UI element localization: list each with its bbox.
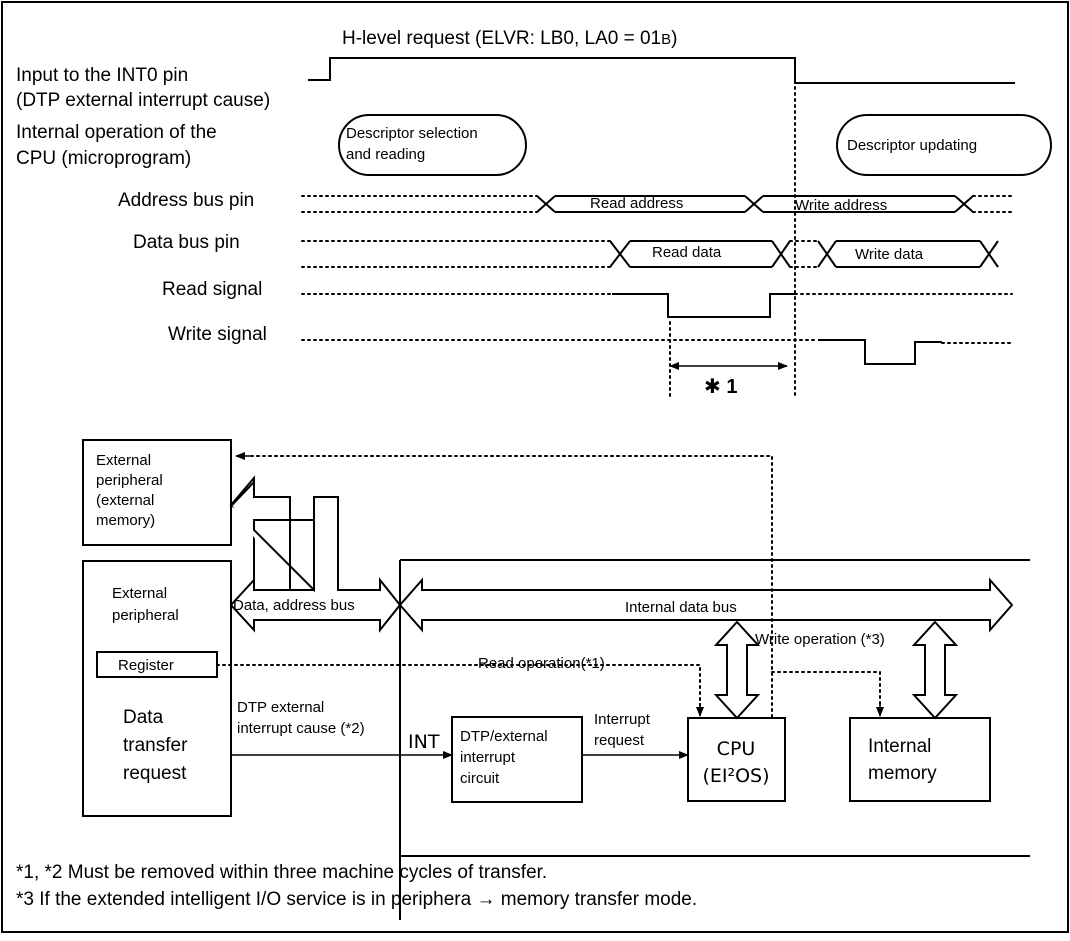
cpu-bus-connection <box>713 620 761 720</box>
internal-memory-line1: Internal <box>868 736 931 757</box>
write-signal-waveform <box>818 339 942 365</box>
data-bus-gap <box>789 240 819 268</box>
internal-memory-line2: memory <box>868 763 937 784</box>
dtr-line3: request <box>123 763 187 784</box>
footnote-2: *3 If the extended intelligent I/O servi… <box>16 889 697 910</box>
dtp-circuit-box <box>451 716 583 803</box>
read-signal-label: Read signal <box>162 279 262 300</box>
irq-line2: request <box>594 732 645 749</box>
data-bus-label: Data bus pin <box>133 232 240 253</box>
dtp-circuit-line3: circuit <box>460 770 500 787</box>
data-bus-read-waveform <box>609 240 791 268</box>
address-bus-label: Address bus pin <box>118 190 254 211</box>
data-address-bus-label: Data, address bus <box>233 597 355 614</box>
write-operation-label: Write operation (*3) <box>755 631 885 648</box>
internal-memory-box <box>849 717 991 802</box>
descriptor-selection-capsule <box>338 114 527 176</box>
footnotes: *1, *2 Must be removed within three mach… <box>16 862 697 910</box>
address-bus-waveform <box>536 195 974 213</box>
descriptor-selection-line2: and reading <box>346 146 425 163</box>
cpu-box <box>687 717 786 802</box>
write-signal-label: Write signal <box>168 324 267 345</box>
ext-mem-line2: peripheral <box>96 472 163 489</box>
int-pin-label: INT <box>408 731 440 753</box>
int0-label-line2: (DTP external interrupt cause) <box>16 90 270 111</box>
dtp-cause-line1: DTP external <box>237 699 324 716</box>
irq-line1: Interrupt <box>594 711 651 728</box>
read-operation-label: Read operation(*1) <box>478 655 605 672</box>
h-level-header: H-level request (ELVR: LB0, LA0 = 01B) <box>342 28 677 49</box>
internal-data-bus-arrow <box>398 577 1014 633</box>
write-address-label: Write address <box>795 197 887 214</box>
ext-peripheral-line2: peripheral <box>112 607 179 624</box>
descriptor-updating-label: Descriptor updating <box>847 137 977 154</box>
note1-marker: ✱ 1 <box>704 376 737 398</box>
internal-data-bus-label: Internal data bus <box>625 599 737 616</box>
dtp-circuit-line2: interrupt <box>460 749 516 766</box>
int0-waveform <box>308 57 1015 84</box>
descriptor-updating-capsule <box>836 114 1052 176</box>
block-diagram: External peripheral (external memory) Ex… <box>82 439 1030 920</box>
int0-label-line1: Input to the INT0 pin <box>16 65 188 86</box>
chip-boundary <box>399 559 1030 920</box>
dtr-line2: transfer <box>123 735 188 756</box>
cpu-label-line1: CPU <box>717 738 756 760</box>
read-operation-path <box>216 664 701 713</box>
external-memory-bus-branch <box>231 479 315 593</box>
dtr-line1: Data <box>123 707 164 728</box>
ext-mem-line1: External <box>96 452 151 469</box>
cpu-op-label-line1: Internal operation of the <box>16 122 217 143</box>
external-peripheral-box <box>82 560 232 817</box>
address-bus-tail <box>972 195 1013 213</box>
write-data-label: Write data <box>855 246 924 263</box>
timing-diagram: H-level request (ELVR: LB0, LA0 = 01B) I… <box>16 28 1052 399</box>
read-signal-waveform <box>612 293 795 318</box>
ext-mem-line4: memory) <box>96 512 155 529</box>
cpu-label-line2: (EI²OS) <box>702 765 769 787</box>
cpu-op-label-line2: CPU (microprogram) <box>16 148 191 169</box>
read-data-label: Read data <box>652 244 722 261</box>
write-to-external-path <box>247 455 773 718</box>
footnote-1: *1, *2 Must be removed within three mach… <box>16 862 547 883</box>
dtp-circuit-line1: DTP/external <box>460 728 548 745</box>
descriptor-selection-line1: Descriptor selection <box>346 125 478 142</box>
write-to-internal-path <box>771 671 881 713</box>
external-memory-box <box>82 439 232 546</box>
dtp-cause-line2: interrupt cause (*2) <box>237 720 365 737</box>
read-address-label: Read address <box>590 195 683 212</box>
data-bus-write-waveform <box>817 240 999 268</box>
memory-bus-connection <box>911 620 959 720</box>
ext-peripheral-line1: External <box>112 585 167 602</box>
register-label: Register <box>118 657 174 674</box>
ext-mem-line3: (external <box>96 492 154 509</box>
